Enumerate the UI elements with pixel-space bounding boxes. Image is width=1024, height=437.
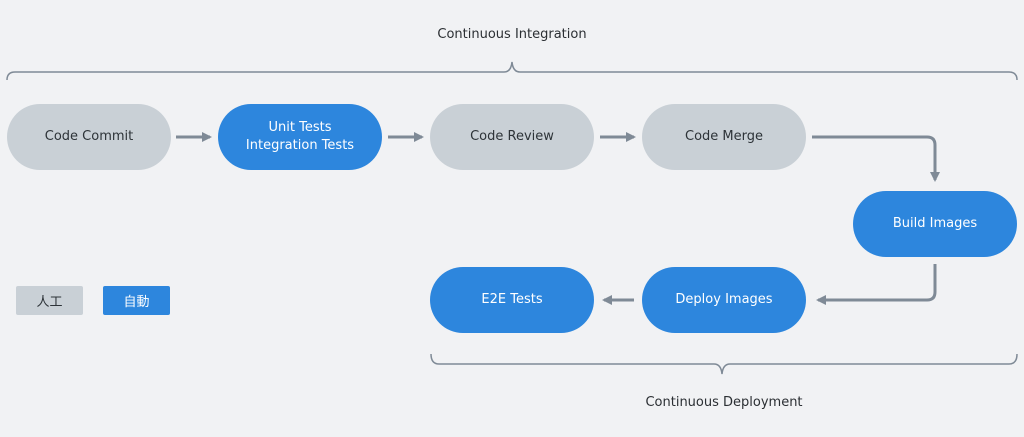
arrow-merge-to-build xyxy=(812,135,940,182)
ci-label: Continuous Integration xyxy=(437,27,587,42)
arrow-build-to-deploy xyxy=(816,264,937,305)
node-tests: Unit Tests Integration Tests xyxy=(218,104,382,170)
node-build-images: Build Images xyxy=(853,191,1017,257)
node-deploy-images-label: Deploy Images xyxy=(675,292,773,307)
legend-manual: 人工 xyxy=(16,286,83,315)
node-code-merge-label: Code Merge xyxy=(685,129,763,144)
node-code-review: Code Review xyxy=(430,104,594,170)
cd-label: Continuous Deployment xyxy=(645,395,803,410)
ci-brace xyxy=(6,61,1018,81)
node-integration-tests-label: Integration Tests xyxy=(245,138,355,153)
legend-auto-label: 自動 xyxy=(123,295,150,310)
node-e2e-tests-label: E2E Tests xyxy=(481,292,543,307)
legend-auto: 自動 xyxy=(103,286,170,315)
node-code-commit-label: Code Commit xyxy=(44,129,134,144)
node-code-merge: Code Merge xyxy=(642,104,806,170)
legend-manual-label: 人工 xyxy=(36,295,63,310)
node-unit-tests-label: Unit Tests xyxy=(268,120,332,135)
node-code-review-label: Code Review xyxy=(470,129,554,144)
node-e2e-tests: E2E Tests xyxy=(430,267,594,333)
node-code-commit: Code Commit xyxy=(7,104,171,170)
node-build-images-label: Build Images xyxy=(892,216,978,231)
cd-brace xyxy=(430,353,1018,375)
node-deploy-images: Deploy Images xyxy=(642,267,806,333)
